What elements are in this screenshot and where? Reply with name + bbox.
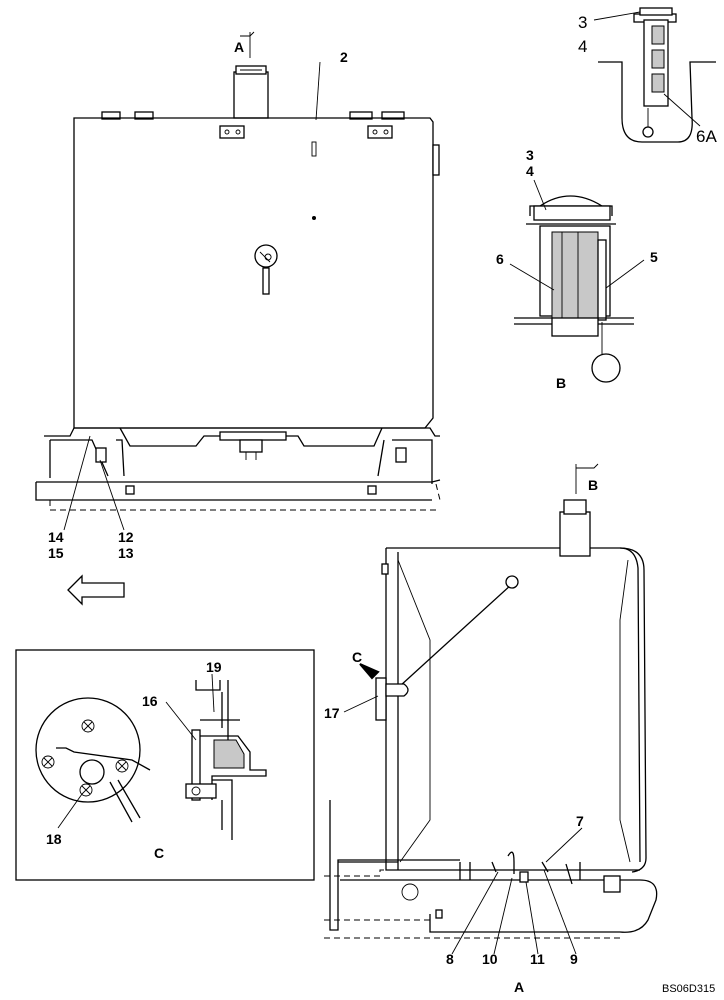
callout-2: 2 [340, 49, 348, 65]
callout-4-top: 4 [578, 37, 587, 56]
view-b-cap-section [509, 179, 645, 383]
callout-7: 7 [576, 813, 584, 829]
tank-front-view [35, 61, 441, 531]
view-c-detail-box [15, 649, 315, 881]
front-direction-arrow [67, 574, 125, 606]
callout-16: 16 [142, 693, 158, 709]
section-a-label: A [234, 39, 244, 55]
callout-15: 15 [48, 545, 64, 561]
callout-6a: 6A [696, 127, 717, 146]
callout-13: 13 [118, 545, 134, 561]
callout-10: 10 [482, 951, 498, 967]
view-a-caption: A [514, 979, 524, 995]
figure-code: BS06D315 [662, 983, 715, 995]
view-c-arrow-label: C [352, 649, 362, 665]
callout-11: 11 [530, 951, 545, 967]
view-b-caption: B [556, 375, 566, 391]
callout-5: 5 [650, 249, 658, 265]
cap-screen-detail-top [593, 7, 716, 143]
section-b-label: B [588, 477, 598, 493]
callout-17: 17 [324, 705, 340, 721]
section-a-marker: A [234, 31, 255, 58]
view-a-side-section [324, 499, 658, 955]
callout-18: 18 [46, 831, 62, 847]
callout-3-b: 3 [526, 147, 534, 163]
view-c-caption: C [154, 845, 164, 861]
callout-9: 9 [570, 951, 578, 967]
callout-12: 12 [118, 529, 134, 545]
section-b-marker: B [575, 463, 599, 494]
view-c-direction-arrow [359, 663, 380, 680]
callout-4-b: 4 [526, 163, 534, 179]
callout-3-top: 3 [578, 13, 587, 32]
callout-6: 6 [496, 251, 504, 267]
callout-14: 14 [48, 529, 64, 545]
callout-8: 8 [446, 951, 454, 967]
callout-19: 19 [206, 659, 222, 675]
